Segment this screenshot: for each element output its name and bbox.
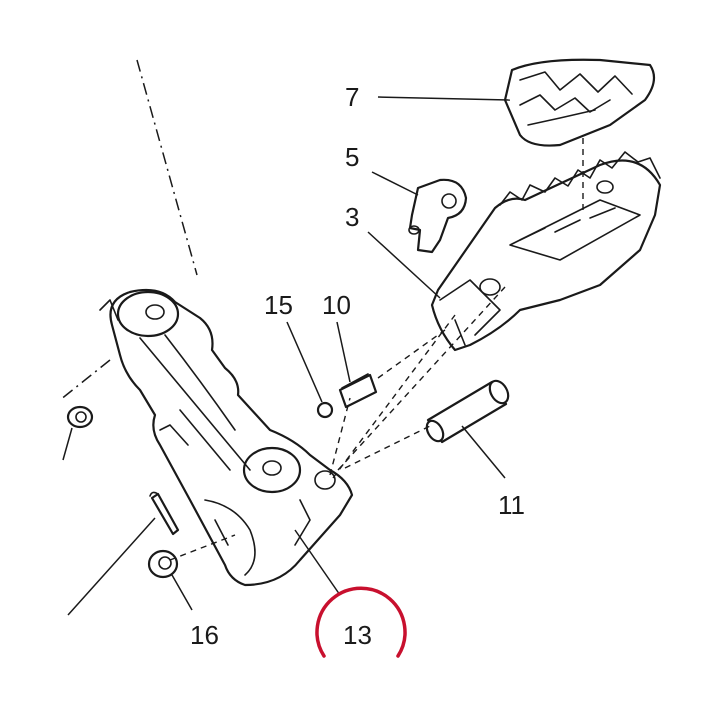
- leader-3: [367, 231, 441, 299]
- label-16: 16: [190, 620, 219, 650]
- label-15: 15: [264, 290, 293, 320]
- footpeg-bracket: [99, 288, 354, 587]
- assembly-line-6: [169, 534, 236, 561]
- label-3: 3: [345, 202, 359, 232]
- spring: [338, 373, 378, 409]
- leader-7: [377, 96, 511, 101]
- label-11: 11: [498, 490, 525, 520]
- label-7: 7: [345, 82, 359, 112]
- assembly-line-3: [344, 425, 431, 469]
- washer: [147, 549, 179, 579]
- plate: [408, 178, 468, 254]
- label-13: 13: [343, 620, 372, 650]
- ball: [316, 401, 334, 419]
- retaining-clip: [62, 405, 94, 461]
- leader-10: [336, 321, 351, 383]
- leader-cotter: [67, 517, 156, 616]
- pin: [425, 379, 510, 444]
- leader-13: [294, 529, 341, 596]
- leader-16: [171, 574, 193, 611]
- rubber-pad: [503, 58, 656, 147]
- axis-line-bracket: [136, 59, 198, 276]
- footpeg: [430, 151, 662, 352]
- assembly-line-2: [337, 286, 506, 471]
- label-5: 5: [345, 142, 359, 172]
- leader-15: [286, 321, 323, 403]
- cotter-pin: [149, 491, 180, 536]
- highlight-circle-13: [315, 586, 407, 658]
- axis-line-left: [59, 359, 111, 401]
- leader-11: [461, 425, 506, 479]
- leader-5: [371, 171, 419, 196]
- assembly-line-1: [332, 314, 456, 479]
- label-10: 10: [322, 290, 351, 320]
- assembly-line-5: [377, 329, 446, 379]
- assembly-line-4: [329, 397, 351, 476]
